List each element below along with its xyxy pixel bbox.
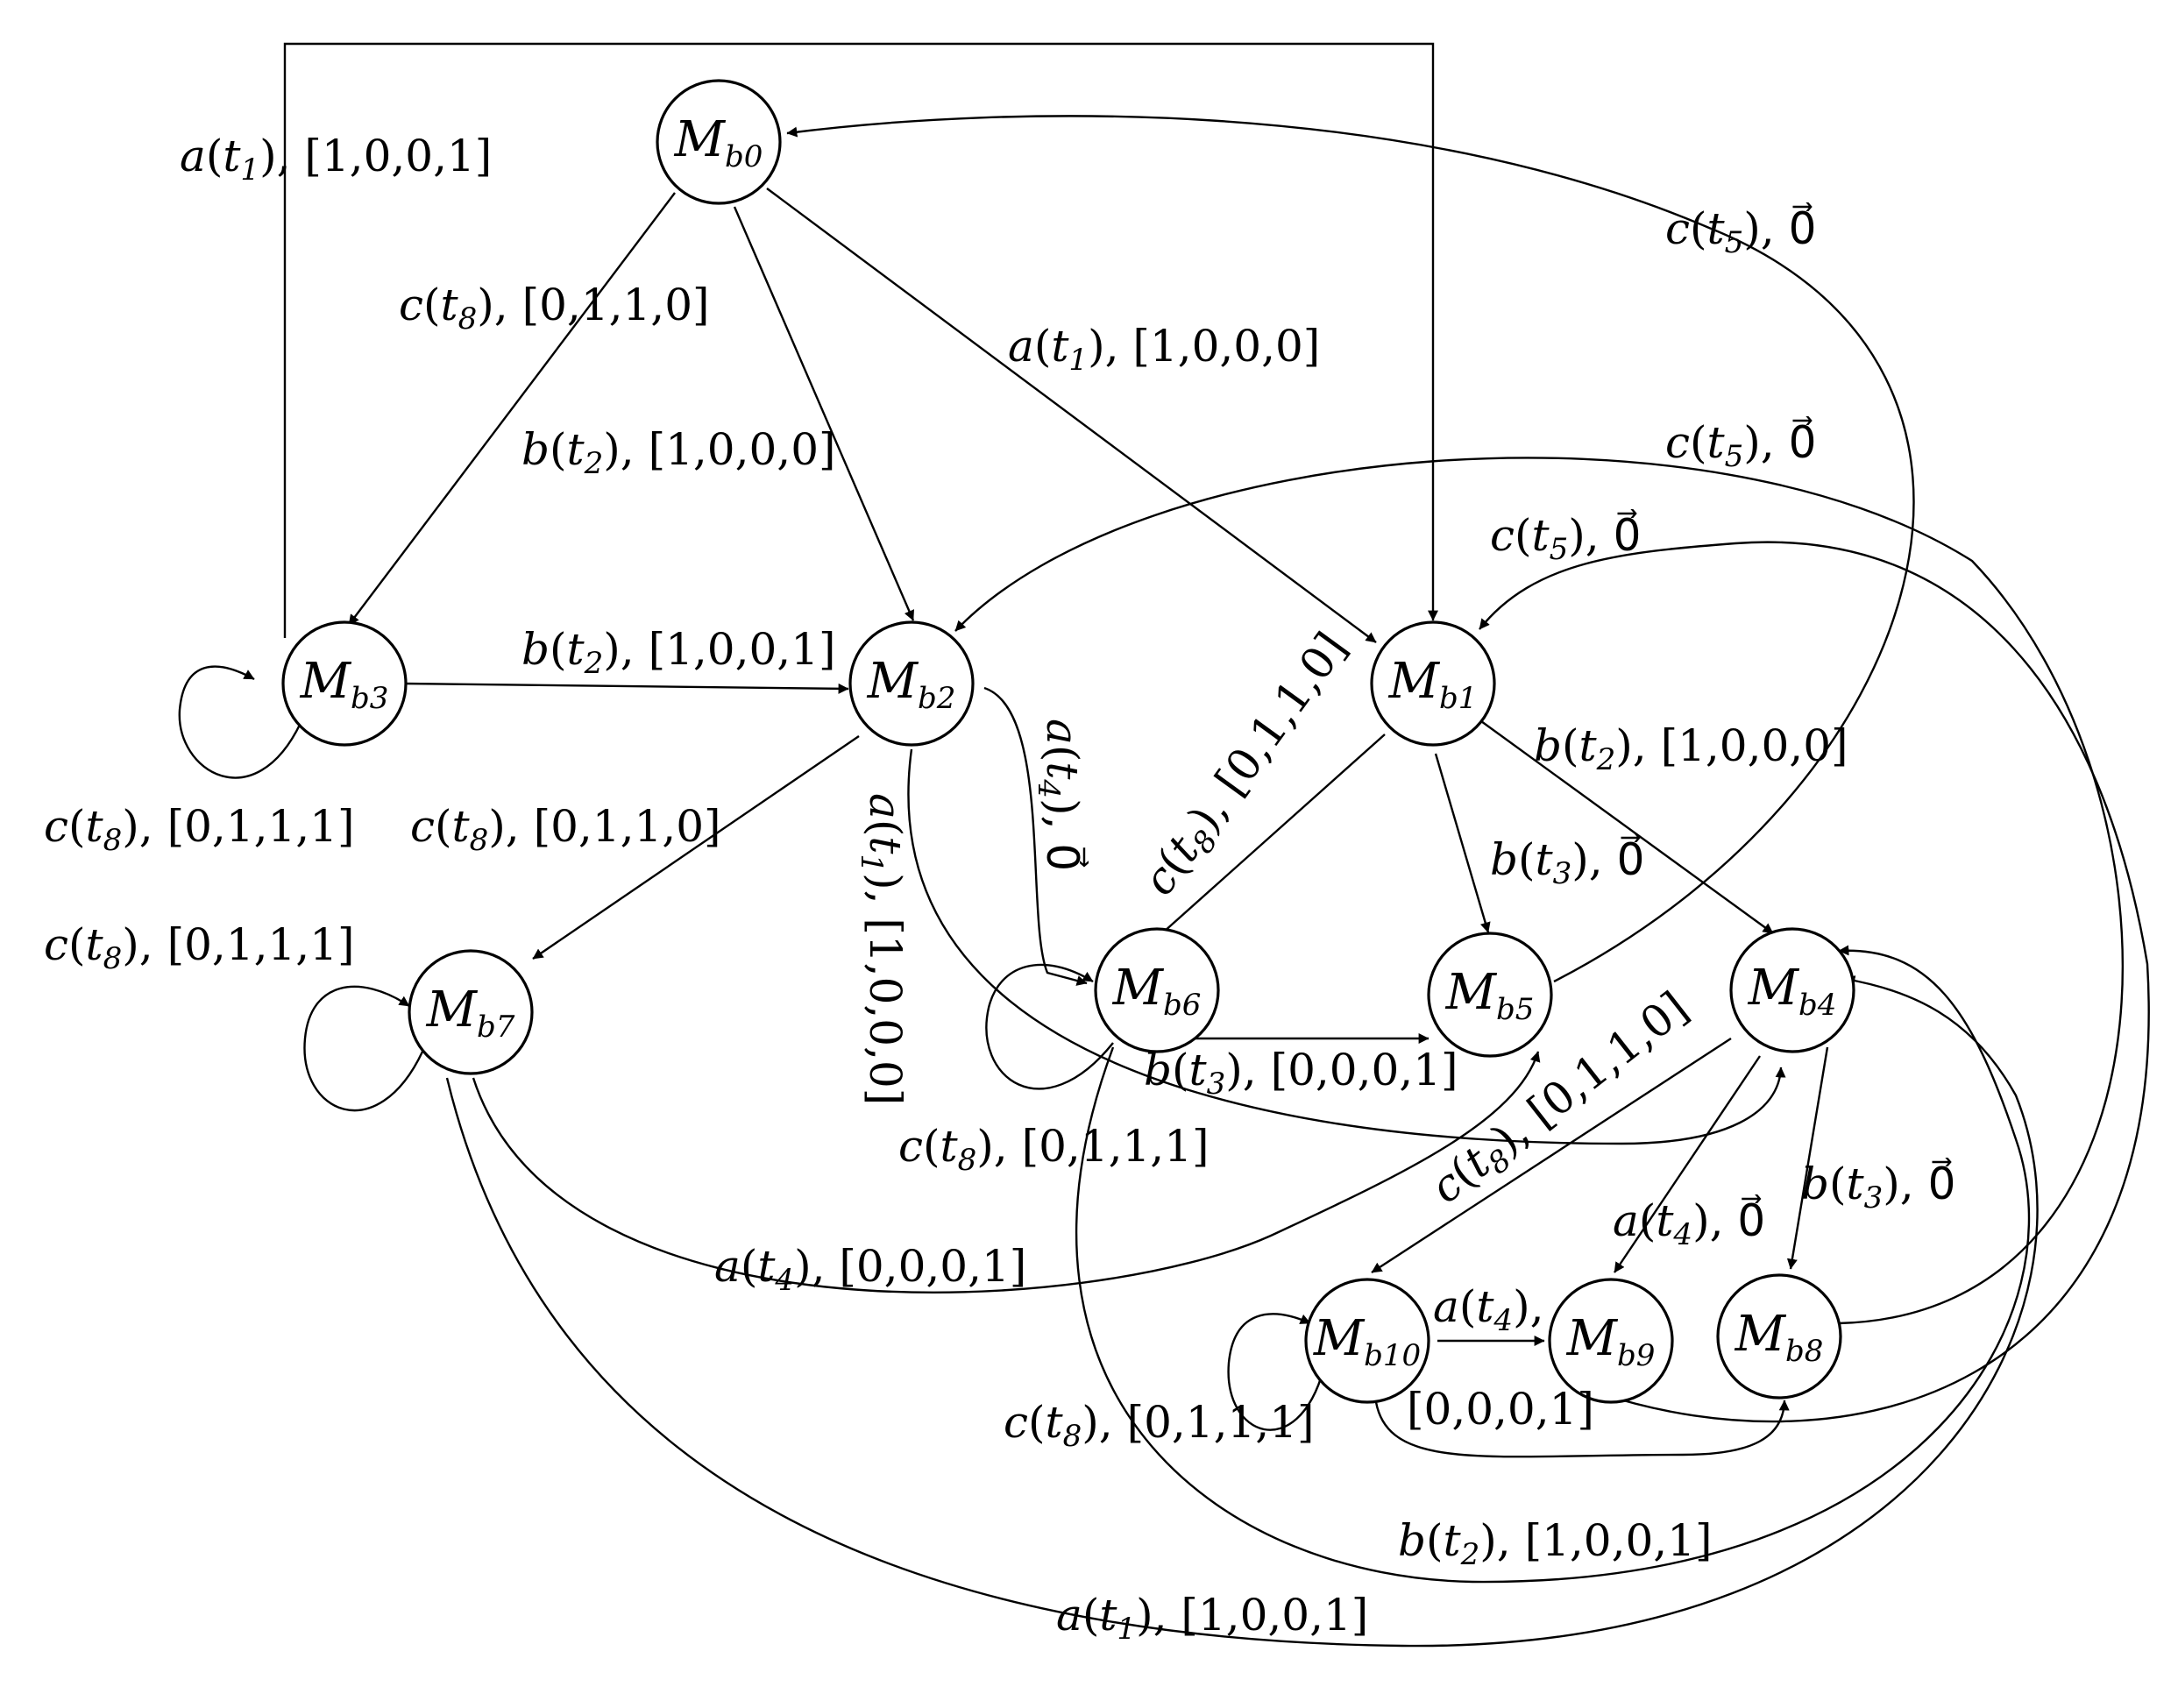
edge-mb3-mb1 xyxy=(283,42,1438,638)
edge-label-mb6-mb5: b(t3), [0,0,0,1] xyxy=(1144,1045,1458,1102)
edge-label-mb3-mb2: b(t2), [1,0,0,1] xyxy=(521,624,836,681)
svg-text:Mb1: Mb1 xyxy=(1388,653,1478,716)
edges xyxy=(178,42,2150,1648)
state-node-mb1: Mb1 xyxy=(1370,620,1496,747)
edge-mb5-mb0 xyxy=(786,115,1915,983)
edge-label-mb6-mb4: b(t2), [1,0,0,1] xyxy=(1398,1515,1713,1572)
edge-label-mb9-mb1: c(t5), 0⃗ xyxy=(1490,509,1641,567)
nodes: Mb0 Mb1 Mb2 Mb3 Mb4 Mb5 Mb6 Mb7 xyxy=(281,79,1855,1404)
edge-mb7-self xyxy=(303,985,424,1112)
edge-mb6-self xyxy=(985,963,1114,1090)
svg-text:Mb5: Mb5 xyxy=(1445,964,1535,1027)
svg-text:Mb6: Mb6 xyxy=(1112,960,1202,1023)
edge-labels: a(t1), [1,0,0,1] c(t8), [0,1,1,0] a(t1),… xyxy=(44,131,1955,1647)
svg-text:Mb4: Mb4 xyxy=(1748,960,1837,1023)
edge-mb8-mb2 xyxy=(954,457,2124,1325)
edge-mb7-mb4 xyxy=(445,975,2039,1648)
edge-label-mb4-mb8: b(t3), 0⃗ xyxy=(1801,1158,1955,1215)
svg-text:Mb9: Mb9 xyxy=(1566,1310,1656,1373)
edge-label-mb8-mb2: c(t5), 0⃗ xyxy=(1665,416,1816,474)
state-node-mb4: Mb4 xyxy=(1729,927,1855,1053)
svg-text:Mb7: Mb7 xyxy=(426,982,515,1045)
edge-label-mb1-mb6: c(t8), [0,1,1,0] xyxy=(1133,623,1362,908)
edge-label-mb6-self: c(t8), [0,1,1,1] xyxy=(898,1121,1210,1178)
edge-label-mb0-mb3: c(t8), [0,1,1,0] xyxy=(399,280,710,337)
state-node-mb7: Mb7 xyxy=(408,949,534,1075)
edge-mb4-mb9 xyxy=(1614,1055,1761,1273)
edge-label-mb1-mb5: b(t3), 0⃗ xyxy=(1490,833,1644,891)
edge-label-mb10-mb8: [0,0,0,1] xyxy=(1407,1384,1594,1435)
state-node-mb10: Mb10 xyxy=(1304,1278,1430,1404)
edge-label-mb5-mb0: c(t5), 0⃗ xyxy=(1665,202,1816,260)
svg-text:Mb10: Mb10 xyxy=(1313,1310,1421,1373)
svg-text:Mb3: Mb3 xyxy=(300,653,389,716)
edge-mb0-mb3 xyxy=(348,192,676,626)
edge-mb2-mb4 xyxy=(907,748,1786,1145)
state-node-mb2: Mb2 xyxy=(848,620,975,747)
edge-mb10-mb8 xyxy=(1374,1400,1790,1458)
edge-mb4-mb10 xyxy=(1371,1037,1732,1274)
edge-mb7-mb5 xyxy=(472,1051,1541,1293)
edge-label-mb2-mb4: a(t1), [1,0,0,0] xyxy=(854,793,911,1105)
edge-label-mb10-self: c(t8), [0,1,1,1] xyxy=(1004,1397,1315,1454)
edge-label-mb0-mb1: a(t1), [1,0,0,0] xyxy=(1008,321,1320,378)
state-node-mb9: Mb9 xyxy=(1548,1278,1674,1404)
edge-mb9-mb1 xyxy=(1479,541,2150,1423)
edge-mb1-mb5 xyxy=(1434,753,1491,933)
edge-mb6-mb4 xyxy=(1075,945,2031,1584)
edge-label-mb0-mb2: b(t2), [1,0,0,0] xyxy=(521,424,836,481)
edge-label-mb10-mb9: a(t4), xyxy=(1433,1281,1543,1338)
edge-mb2-mb6 xyxy=(983,686,1088,986)
edge-mb3-mb2 xyxy=(402,682,849,694)
edge-mb0-mb1 xyxy=(766,188,1377,643)
svg-text:Mb0: Mb0 xyxy=(674,111,763,174)
svg-text:Mb8: Mb8 xyxy=(1735,1306,1824,1369)
edge-label-mb3-mb1: a(t1), [1,0,0,1] xyxy=(180,131,492,188)
edge-label-mb1-mb4: b(t2), [1,0,0,0] xyxy=(1534,720,1848,777)
edge-mb3-self xyxy=(178,665,302,779)
state-node-mb8: Mb8 xyxy=(1716,1273,1842,1400)
svg-text:Mb2: Mb2 xyxy=(867,653,956,716)
edge-mb4-mb8 xyxy=(1786,1046,1829,1270)
edge-mb1-mb6 xyxy=(1154,734,1386,940)
edge-label-mb7-mb4: a(t1), [1,0,0,1] xyxy=(1056,1590,1368,1647)
state-node-mb5: Mb5 xyxy=(1427,932,1553,1058)
edge-mb1-mb4 xyxy=(1480,720,1774,934)
edge-label-mb2-mb7: c(t8), [0,1,1,0] xyxy=(410,801,721,858)
edge-label-mb2-mb6: a(t4), 0⃗ xyxy=(1031,719,1089,871)
edge-label-mb3-self: c(t8), [0,1,1,1] xyxy=(44,801,355,858)
state-node-mb3: Mb3 xyxy=(281,620,408,747)
state-node-mb0: Mb0 xyxy=(656,79,782,205)
edge-mb2-mb7 xyxy=(532,735,860,960)
edge-mb10-self xyxy=(1227,1313,1325,1431)
edge-label-mb7-self: c(t8), [0,1,1,1] xyxy=(44,919,355,976)
edge-label-mb7-mb5: a(t4), [0,0,0,1] xyxy=(714,1241,1026,1298)
edge-label-mb4-mb9: a(t4), 0⃗ xyxy=(1613,1194,1765,1252)
edge-mb0-mb2 xyxy=(733,206,915,621)
state-node-mb6: Mb6 xyxy=(1094,927,1220,1053)
